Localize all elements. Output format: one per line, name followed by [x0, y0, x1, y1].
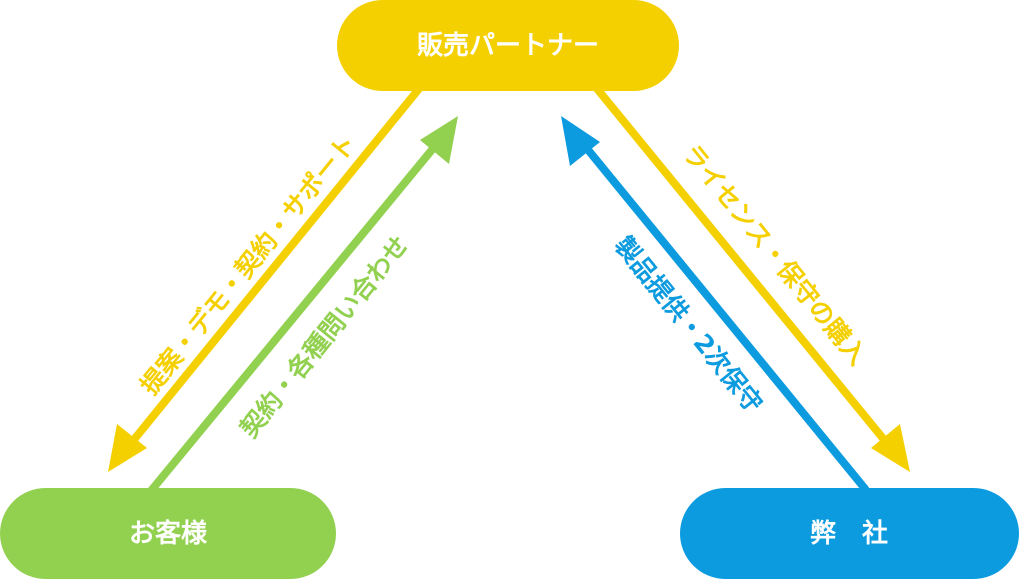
arrow-line-company-to-partner [576, 137, 870, 493]
node-company: 弊 社 [680, 488, 1019, 579]
edge-label-partner-to-customer: 提案・デモ・契約・サポート [135, 129, 362, 400]
node-company-pill [680, 488, 1019, 579]
edge-company-to-partner [561, 116, 870, 493]
edge-customer-to-partner [146, 116, 458, 495]
arrowhead-company-to-partner [561, 116, 600, 166]
arrowhead-customer-to-partner [420, 116, 458, 164]
edge-partner-to-customer [108, 82, 426, 472]
node-partner-label: 販売パートナー [417, 31, 599, 61]
node-customer-label: お客様 [129, 518, 208, 549]
arrow-line-customer-to-partner [146, 137, 444, 495]
edge-partner-to-company [590, 82, 910, 472]
node-customer-pill [0, 488, 336, 579]
arrow-line-partner-to-company [590, 82, 894, 450]
node-partner: 販売パートナー [337, 0, 679, 91]
arrowhead-partner-to-customer [108, 424, 147, 472]
node-company-label: 弊 社 [810, 518, 888, 549]
arrowhead-partner-to-company [871, 424, 910, 472]
edge-label-company-to-partner: 製品提供・2次保守 [608, 230, 768, 418]
node-customer: お客様 [0, 488, 336, 579]
node-partner-pill [337, 0, 679, 91]
arrow-line-partner-to-customer [124, 82, 426, 450]
